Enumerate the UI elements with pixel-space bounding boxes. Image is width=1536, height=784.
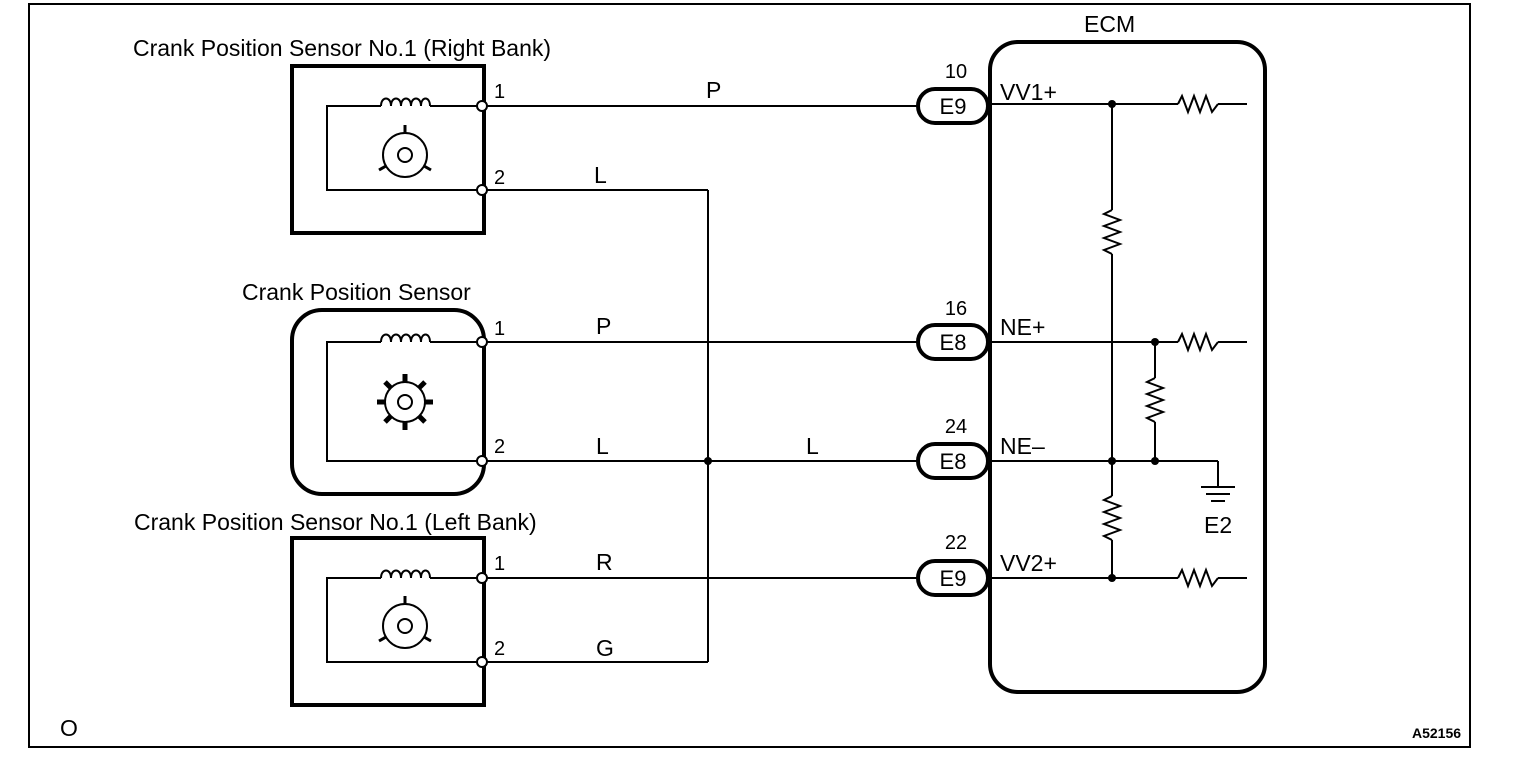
junction-dot bbox=[1151, 457, 1159, 465]
resistor-icon bbox=[1101, 209, 1123, 255]
ecm-terminal-vv2: E9 22 VV2+ bbox=[916, 532, 1057, 597]
ecm-junctions bbox=[1108, 100, 1159, 582]
ground-label: E2 bbox=[1204, 512, 1232, 538]
resistor-icon bbox=[1101, 495, 1123, 541]
pin-label-1: 1 bbox=[494, 553, 505, 575]
wire-color-label: L bbox=[806, 433, 819, 459]
sensor-left-bank-title: Crank Position Sensor No.1 (Left Bank) bbox=[134, 509, 537, 535]
pin-label-1: 1 bbox=[494, 81, 505, 103]
terminal-pin-2 bbox=[476, 184, 488, 196]
pin-label-1: 1 bbox=[494, 318, 505, 340]
sensor-right-bank-title: Crank Position Sensor No.1 (Right Bank) bbox=[133, 35, 551, 61]
resistor-icon bbox=[1177, 93, 1219, 115]
terminal-pin-number: 22 bbox=[945, 532, 967, 554]
sensor-main: Crank Position Sensor 1 2 P L bbox=[242, 279, 611, 496]
frame-corner-mark: O bbox=[60, 715, 78, 741]
sensor-right-bank: Crank Position Sensor No.1 (Right Bank) … bbox=[133, 35, 721, 235]
resistor-icon bbox=[1144, 377, 1166, 423]
ecm-title: ECM bbox=[1084, 11, 1135, 37]
wire-color-label: L bbox=[596, 433, 609, 459]
wire-color-label: P bbox=[596, 313, 611, 339]
ecm: ECM E9 10 VV1+ E8 16 NE+ E8 24 NE– E9 22… bbox=[916, 11, 1267, 694]
terminal-pin-2 bbox=[476, 455, 488, 467]
terminal-pin-1 bbox=[476, 336, 488, 348]
junction-dot bbox=[1151, 338, 1159, 346]
junction-dot bbox=[1108, 457, 1116, 465]
sensor-left-bank-housing bbox=[290, 536, 486, 707]
signal-name: NE+ bbox=[1000, 314, 1045, 340]
ecm-terminal-ne-plus: E8 16 NE+ bbox=[916, 298, 1045, 361]
wire-color-label: G bbox=[596, 635, 614, 661]
junction-dot bbox=[1108, 574, 1116, 582]
connector-code: E9 bbox=[940, 94, 967, 119]
terminal-pin-1 bbox=[476, 572, 488, 584]
pin-label-2: 2 bbox=[494, 638, 505, 660]
ecm-housing bbox=[988, 40, 1267, 694]
ecm-internal-circuit bbox=[988, 93, 1247, 589]
coil-icon bbox=[380, 333, 431, 343]
wires bbox=[485, 105, 920, 663]
sensor-left-bank: Crank Position Sensor No.1 (Left Bank) 1… bbox=[134, 509, 614, 707]
junction-dot bbox=[1108, 100, 1116, 108]
wire-color-label: P bbox=[706, 77, 721, 103]
sensor-main-title: Crank Position Sensor bbox=[242, 279, 471, 305]
terminal-pin-1 bbox=[476, 100, 488, 112]
resistor-icon bbox=[1177, 331, 1219, 353]
sensor-right-bank-housing bbox=[290, 64, 486, 235]
connector-code: E8 bbox=[940, 449, 967, 474]
resistor-icon bbox=[1177, 567, 1219, 589]
terminal-pin-number: 24 bbox=[945, 416, 967, 438]
coil-icon bbox=[380, 97, 431, 107]
terminal-pin-number: 16 bbox=[945, 298, 967, 320]
ground-icon bbox=[1201, 486, 1235, 502]
sensor-main-housing bbox=[290, 308, 486, 496]
wire-color-label: R bbox=[596, 549, 613, 575]
connector-badge bbox=[916, 87, 990, 125]
three-tooth-rotor-icon bbox=[378, 596, 432, 649]
figure-code: A52156 bbox=[1412, 725, 1461, 741]
pin-label-2: 2 bbox=[494, 167, 505, 189]
signal-name: VV1+ bbox=[1000, 79, 1057, 105]
connector-code: E8 bbox=[940, 330, 967, 355]
signal-name: NE– bbox=[1000, 433, 1045, 459]
connector-code: E9 bbox=[940, 566, 967, 591]
ecm-terminal-ne-minus: E8 24 NE– bbox=[916, 416, 1045, 480]
terminal-pin-number: 10 bbox=[945, 61, 967, 83]
coil-icon bbox=[380, 569, 431, 579]
terminal-pin-2 bbox=[476, 656, 488, 668]
pin-label-2: 2 bbox=[494, 436, 505, 458]
gear-rotor-icon bbox=[377, 374, 433, 430]
wire-color-label: L bbox=[594, 162, 607, 188]
signal-name: VV2+ bbox=[1000, 550, 1057, 576]
ecm-terminal-vv1: E9 10 VV1+ bbox=[916, 61, 1057, 125]
three-tooth-rotor-icon bbox=[378, 125, 432, 178]
wire-junction bbox=[704, 457, 712, 465]
diagram-frame bbox=[28, 3, 1471, 748]
